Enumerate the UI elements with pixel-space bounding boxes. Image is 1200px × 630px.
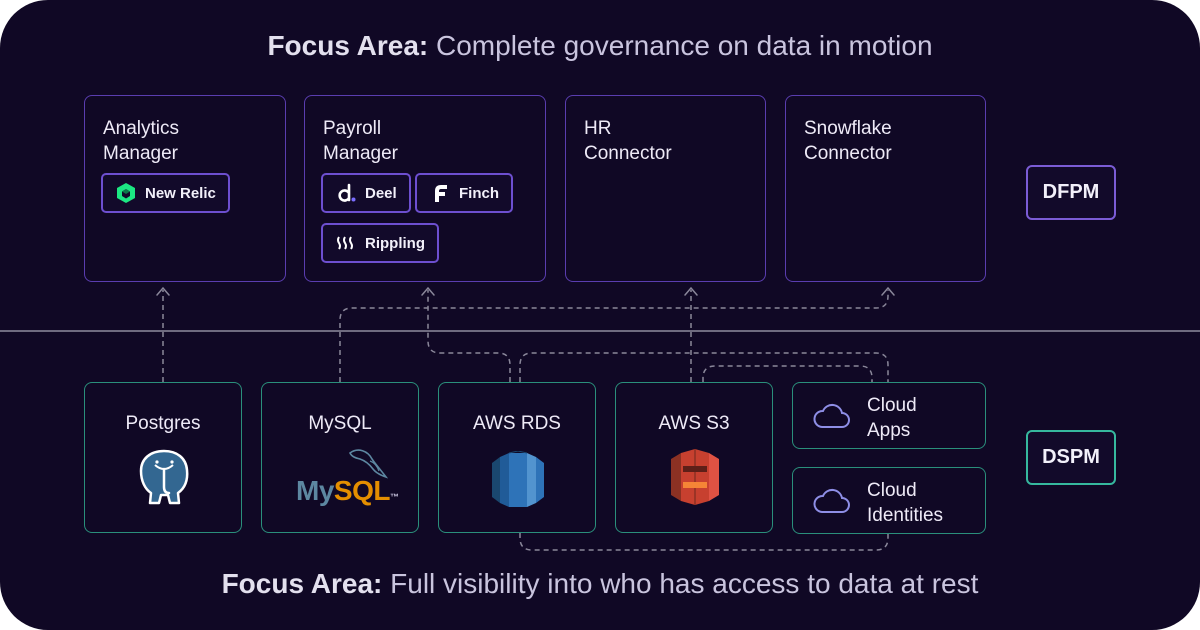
section-divider xyxy=(0,330,1200,332)
postgres-label: Postgres xyxy=(125,413,201,434)
finch-pill: Finch xyxy=(415,173,513,213)
snowflake-connector-box: Snowflake Connector xyxy=(785,95,986,282)
dspm-tag: DSPM xyxy=(1026,430,1116,485)
hr-connector-title: HR Connector xyxy=(584,116,672,166)
connector-mysql-snowflake xyxy=(339,290,889,382)
payroll-manager-line2: Manager xyxy=(323,143,398,164)
postgres-elephant-icon xyxy=(139,449,189,505)
top-focus-heading: Focus Area: Complete governance on data … xyxy=(0,30,1200,62)
aws-rds-label: AWS RDS xyxy=(473,413,561,434)
connector-rds-cloud-identities xyxy=(519,533,889,551)
new-relic-pill: New Relic xyxy=(101,173,230,213)
analytics-manager-line2: Manager xyxy=(103,143,178,164)
rippling-label: Rippling xyxy=(365,234,425,252)
analytics-manager-line1: Analytics xyxy=(103,118,180,139)
mysql-wordmark-tm: ™ xyxy=(389,492,399,502)
mysql-dolphin-icon xyxy=(348,449,388,479)
cloud-apps-line2: Apps xyxy=(867,420,911,441)
top-focus-prefix: Focus Area: xyxy=(267,30,429,61)
payroll-manager-title: Payroll Manager xyxy=(323,116,398,166)
deel-pill: Deel xyxy=(321,173,411,213)
mysql-label: MySQL xyxy=(308,413,372,434)
aws-s3-icon xyxy=(671,449,719,505)
new-relic-label: New Relic xyxy=(145,184,216,202)
cloud-identities-box: Cloud Identities xyxy=(792,467,986,534)
cloud-apps-line1: Cloud xyxy=(867,395,917,416)
arrowhead-analytics xyxy=(156,286,170,296)
top-focus-text: Complete governance on data in motion xyxy=(436,30,933,61)
arrowhead-snowflake xyxy=(881,286,895,296)
aws-rds-box: AWS RDS xyxy=(438,382,596,533)
cloud-icon xyxy=(813,403,850,428)
cloud-identities-line2: Identities xyxy=(867,505,944,526)
aws-s3-label: AWS S3 xyxy=(658,413,730,434)
cloud-apps-text: Cloud Apps xyxy=(867,393,917,443)
finch-label: Finch xyxy=(459,184,499,202)
snowflake-connector-title: Snowflake Connector xyxy=(804,116,892,166)
payroll-manager-box: Payroll Manager Deel Finch xyxy=(304,95,546,282)
mysql-wordmark: MySQL™ xyxy=(296,475,399,507)
bottom-focus-heading: Focus Area: Full visibility into who has… xyxy=(0,568,1200,600)
analytics-manager-title: Analytics Manager xyxy=(103,116,179,166)
connector-s3-cloud-apps xyxy=(702,365,873,382)
arrowhead-payroll xyxy=(421,286,435,296)
rippling-pill: Rippling xyxy=(321,223,439,263)
analytics-manager-box: Analytics Manager New Relic xyxy=(84,95,286,282)
bottom-focus-text: Full visibility into who has access to d… xyxy=(390,568,979,599)
finch-icon xyxy=(429,182,451,204)
snowflake-connector-line2: Connector xyxy=(804,143,892,164)
payroll-manager-line1: Payroll xyxy=(323,118,382,139)
hr-connector-line1: HR xyxy=(584,118,612,139)
aws-s3-box: AWS S3 xyxy=(615,382,773,533)
snowflake-connector-line1: Snowflake xyxy=(804,118,892,139)
cloud-identities-text: Cloud Identities xyxy=(867,478,943,528)
cloud-icon xyxy=(813,488,850,513)
rippling-icon xyxy=(335,232,357,254)
mysql-wordmark-sql: SQL xyxy=(333,475,391,506)
bottom-focus-prefix: Focus Area: xyxy=(221,568,383,599)
cloud-identities-line1: Cloud xyxy=(867,480,917,501)
dfpm-tag: DFPM xyxy=(1026,165,1116,220)
deel-label: Deel xyxy=(365,184,397,202)
hr-connector-box: HR Connector xyxy=(565,95,766,282)
arrowhead-hr xyxy=(684,286,698,296)
connector-rds-cloud-apps xyxy=(519,352,889,382)
hr-connector-line2: Connector xyxy=(584,143,672,164)
mysql-box: MySQL MySQL™ xyxy=(261,382,419,533)
postgres-box: Postgres xyxy=(84,382,242,533)
aws-rds-icon xyxy=(492,451,544,507)
cloud-apps-box: Cloud Apps xyxy=(792,382,986,449)
connector-rds-payroll xyxy=(427,290,511,382)
new-relic-icon xyxy=(115,182,137,204)
mysql-wordmark-my: My xyxy=(296,475,334,506)
deel-icon xyxy=(335,182,357,204)
